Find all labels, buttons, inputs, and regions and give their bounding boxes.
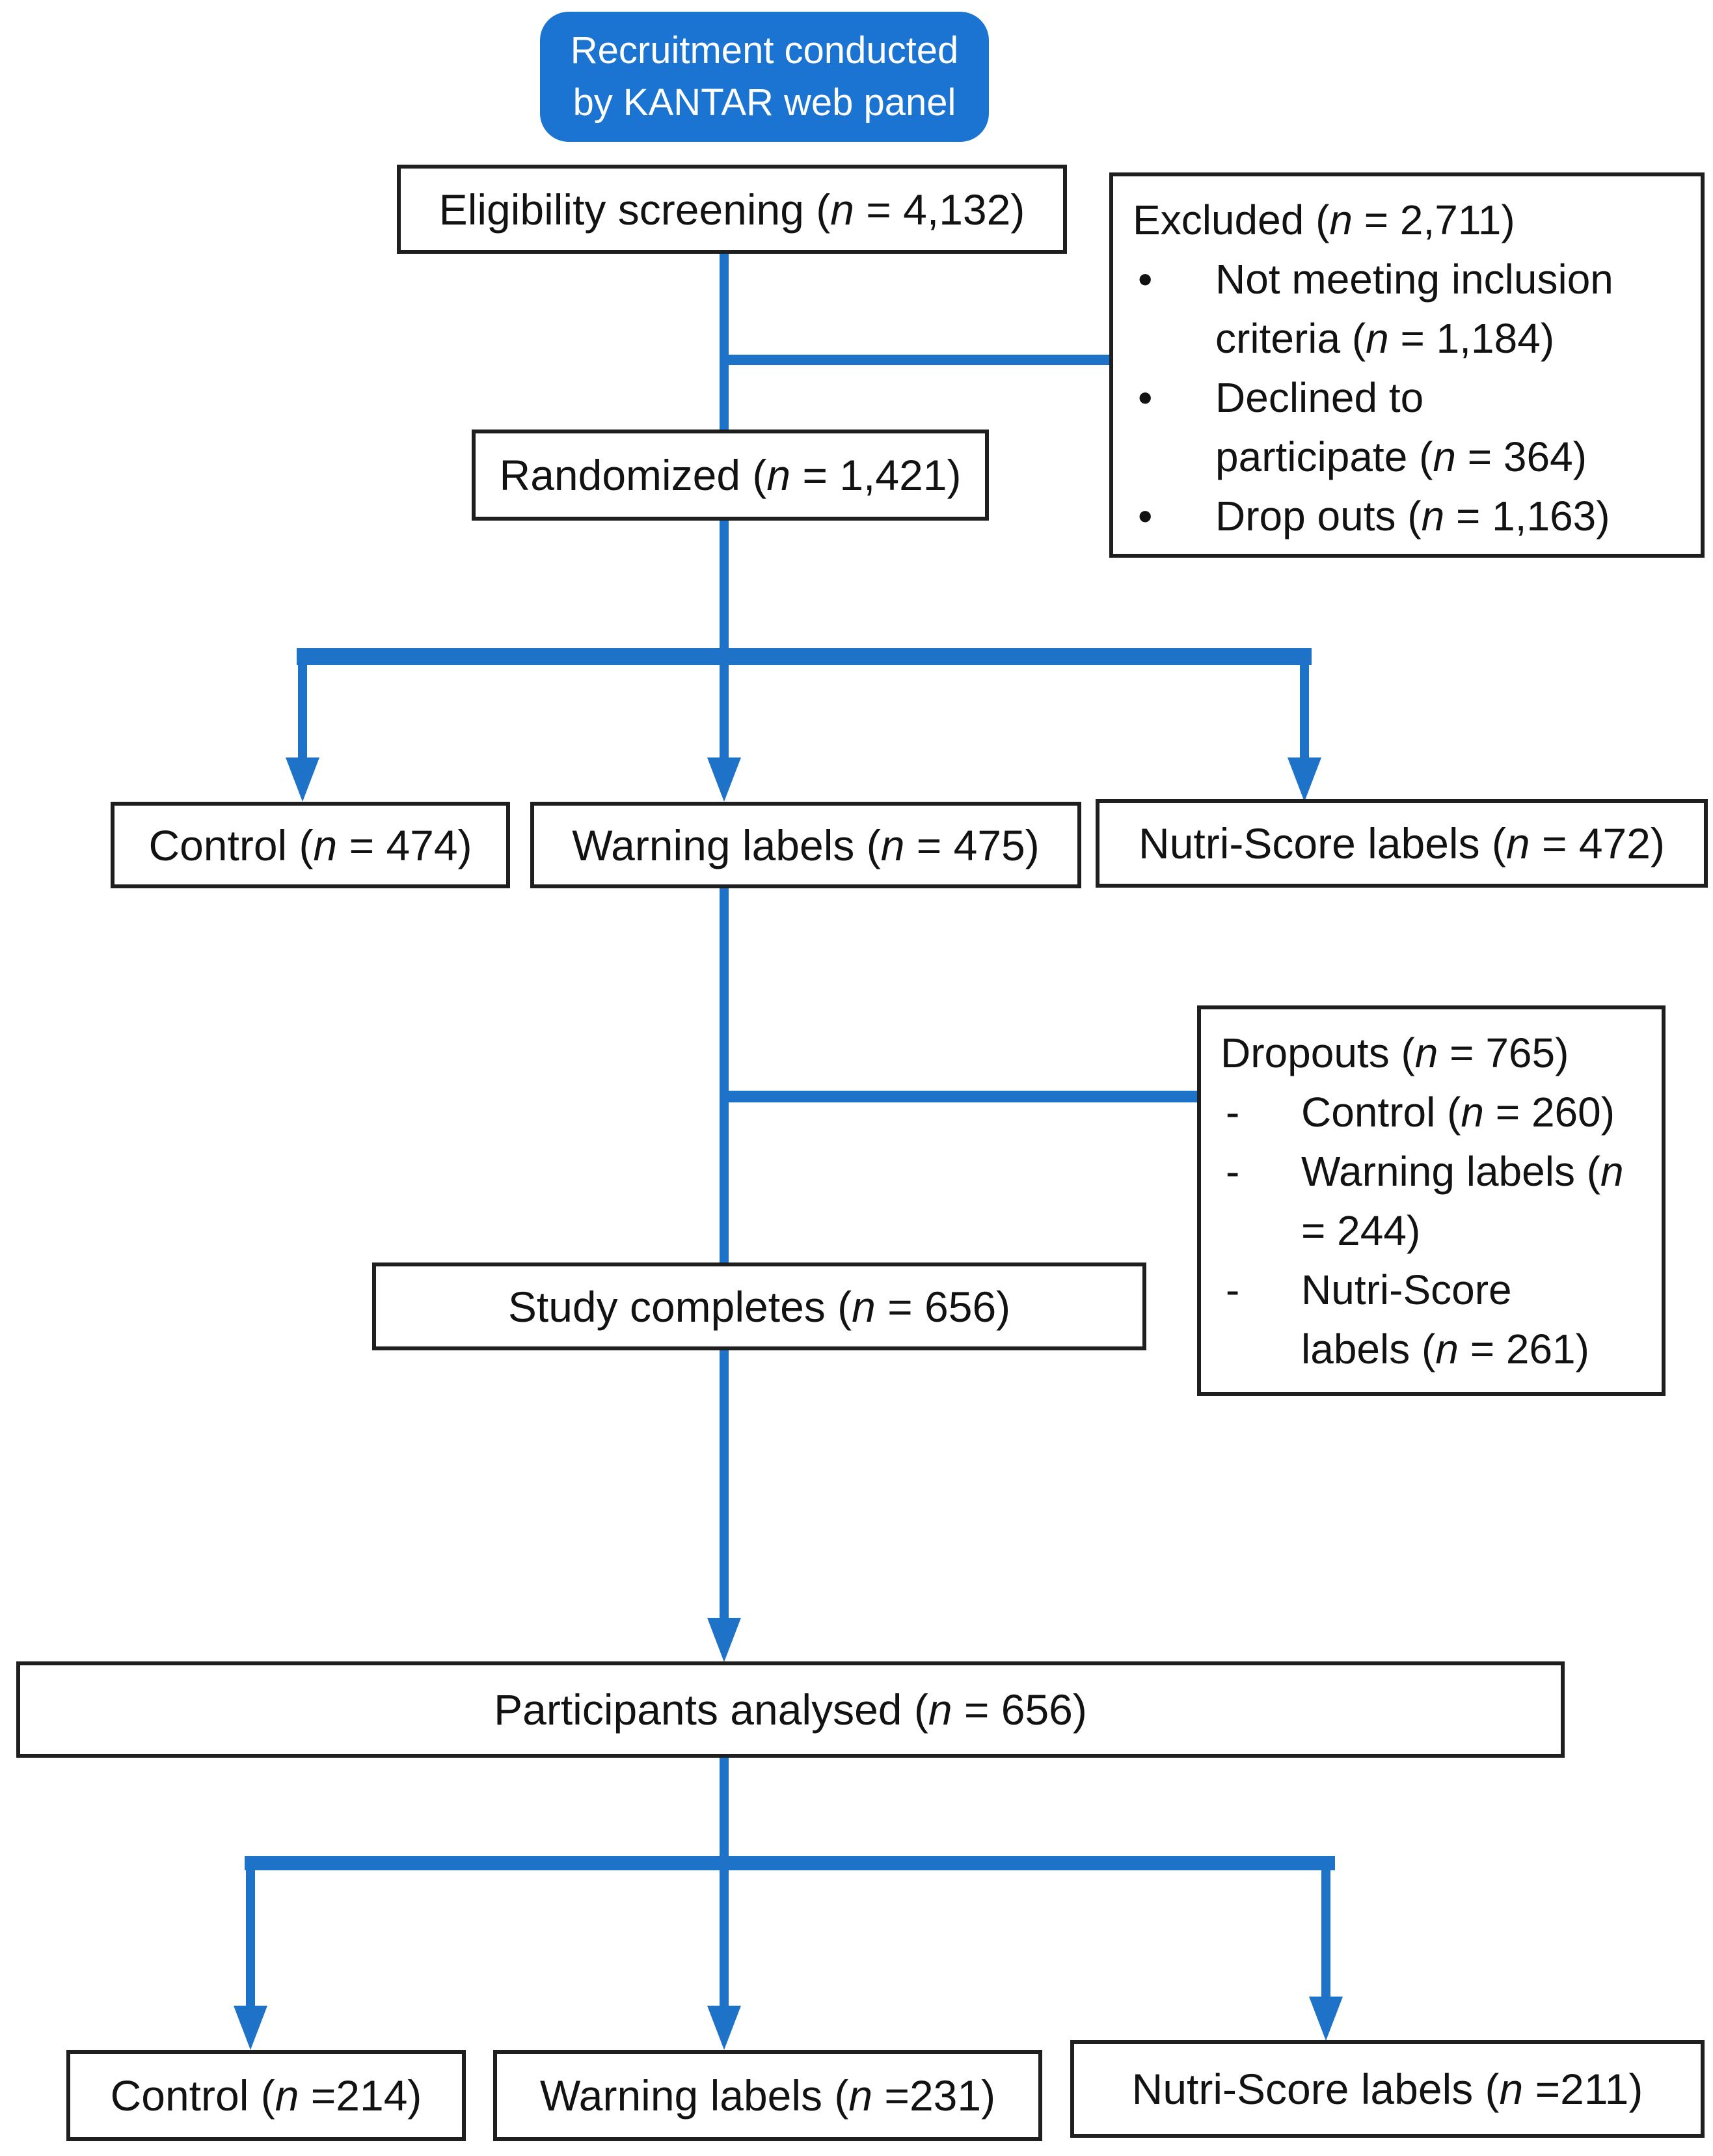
arrowhead-down-icon bbox=[286, 757, 319, 802]
dropouts-item-label: Warning labels (n = 244) bbox=[1301, 1148, 1624, 1254]
allocation-nutriscore-labels-label: Nutri-Score labels (n = 472) bbox=[1139, 819, 1665, 867]
connector-study-to-participants bbox=[720, 1349, 729, 1619]
analysed-nutriscore-labels-box: Nutri-Score labels (n =211) bbox=[1070, 2040, 1705, 2138]
dropouts-item: - Control (n = 260) bbox=[1201, 1083, 1662, 1142]
excluded-item-label: Not meeting inclusion criteria (n = 1,18… bbox=[1215, 256, 1613, 362]
dash-icon: - bbox=[1226, 1148, 1240, 1195]
arrowhead-down-icon bbox=[707, 2006, 741, 2050]
excluded-item: • Drop outs (n = 1,163) bbox=[1113, 487, 1701, 546]
connector-branch-to-warning bbox=[720, 662, 729, 761]
dash-icon: - bbox=[1226, 1089, 1240, 1136]
analysed-control-label: Control (n =214) bbox=[110, 2071, 422, 2120]
connector-participants-to-branch bbox=[720, 1756, 729, 1863]
dropouts-item-label: Nutri-Score labels (n = 261) bbox=[1301, 1266, 1589, 1372]
analysed-warning-labels-box: Warning labels (n =231) bbox=[493, 2050, 1042, 2141]
allocation-warning-labels-label: Warning labels (n = 475) bbox=[572, 821, 1040, 869]
recruitment-source-box: Recruitment conducted by KANTAR web pane… bbox=[540, 12, 989, 142]
connector-randomized-to-branch bbox=[720, 519, 729, 653]
analysed-nutriscore-labels-label: Nutri-Score labels (n =211) bbox=[1131, 2065, 1643, 2113]
dropouts-item: - Warning labels (n = 244) bbox=[1201, 1142, 1662, 1261]
arrowhead-down-icon bbox=[707, 1618, 741, 1662]
excluded-item: • Declined to participate (n = 364) bbox=[1113, 368, 1701, 487]
analysed-control-box: Control (n =214) bbox=[66, 2050, 466, 2141]
connector-branch-to-control bbox=[298, 662, 307, 761]
eligibility-screening-label: Eligibility screening (n = 4,132) bbox=[438, 185, 1025, 234]
eligibility-screening-box: Eligibility screening (n = 4,132) bbox=[397, 165, 1067, 254]
connector-branch-to-warning-analysed bbox=[720, 1869, 729, 2006]
connector-branch-to-nutriscore-analysed bbox=[1321, 1869, 1330, 1998]
branch-bar-analysis bbox=[245, 1856, 1335, 1870]
dropouts-title: Dropouts (n = 765) bbox=[1221, 1030, 1569, 1076]
connector-to-dropouts bbox=[724, 1091, 1197, 1102]
excluded-item-label: Drop outs (n = 1,163) bbox=[1215, 493, 1610, 539]
randomized-box: Randomized (n = 1,421) bbox=[472, 430, 989, 521]
allocation-control-box: Control (n = 474) bbox=[111, 802, 510, 888]
allocation-nutriscore-labels-box: Nutri-Score labels (n = 472) bbox=[1096, 799, 1708, 888]
excluded-box: Excluded (n = 2,711) • Not meeting inclu… bbox=[1109, 172, 1705, 558]
recruitment-source-label: Recruitment conducted by KANTAR web pane… bbox=[570, 29, 959, 124]
allocation-warning-labels-box: Warning labels (n = 475) bbox=[530, 802, 1081, 888]
connector-to-excluded bbox=[724, 355, 1112, 365]
connector-eligibility-to-randomized bbox=[720, 252, 729, 431]
branch-bar-allocation bbox=[297, 648, 1312, 665]
arrowhead-down-icon bbox=[234, 2006, 267, 2050]
dropouts-item: - Nutri-Score labels (n = 261) bbox=[1201, 1261, 1662, 1379]
allocation-control-label: Control (n = 474) bbox=[148, 821, 472, 869]
bullet-icon: • bbox=[1138, 256, 1153, 303]
dash-icon: - bbox=[1226, 1266, 1240, 1313]
dropouts-item-label: Control (n = 260) bbox=[1301, 1089, 1615, 1136]
bullet-icon: • bbox=[1138, 493, 1153, 539]
randomized-label: Randomized (n = 1,421) bbox=[499, 451, 962, 499]
dropouts-box: Dropouts (n = 765) - Control (n = 260) -… bbox=[1197, 1005, 1666, 1396]
connector-branch-to-control-analysed bbox=[246, 1869, 255, 2006]
study-completes-box: Study completes (n = 656) bbox=[372, 1262, 1146, 1350]
participants-analysed-label: Participants analysed (n = 656) bbox=[494, 1685, 1087, 1734]
arrowhead-down-icon bbox=[1288, 757, 1321, 802]
connector-warning-to-study-completes bbox=[720, 887, 729, 1264]
participants-analysed-box: Participants analysed (n = 656) bbox=[16, 1661, 1565, 1758]
arrowhead-down-icon bbox=[707, 757, 741, 802]
study-completes-label: Study completes (n = 656) bbox=[507, 1282, 1011, 1331]
analysed-warning-labels-label: Warning labels (n =231) bbox=[539, 2071, 996, 2120]
arrowhead-down-icon bbox=[1309, 1997, 1343, 2041]
excluded-title: Excluded (n = 2,711) bbox=[1133, 197, 1515, 243]
connector-branch-to-nutriscore bbox=[1300, 662, 1309, 761]
excluded-item: • Not meeting inclusion criteria (n = 1,… bbox=[1113, 250, 1701, 368]
excluded-item-label: Declined to participate (n = 364) bbox=[1215, 374, 1587, 480]
bullet-icon: • bbox=[1138, 374, 1153, 421]
